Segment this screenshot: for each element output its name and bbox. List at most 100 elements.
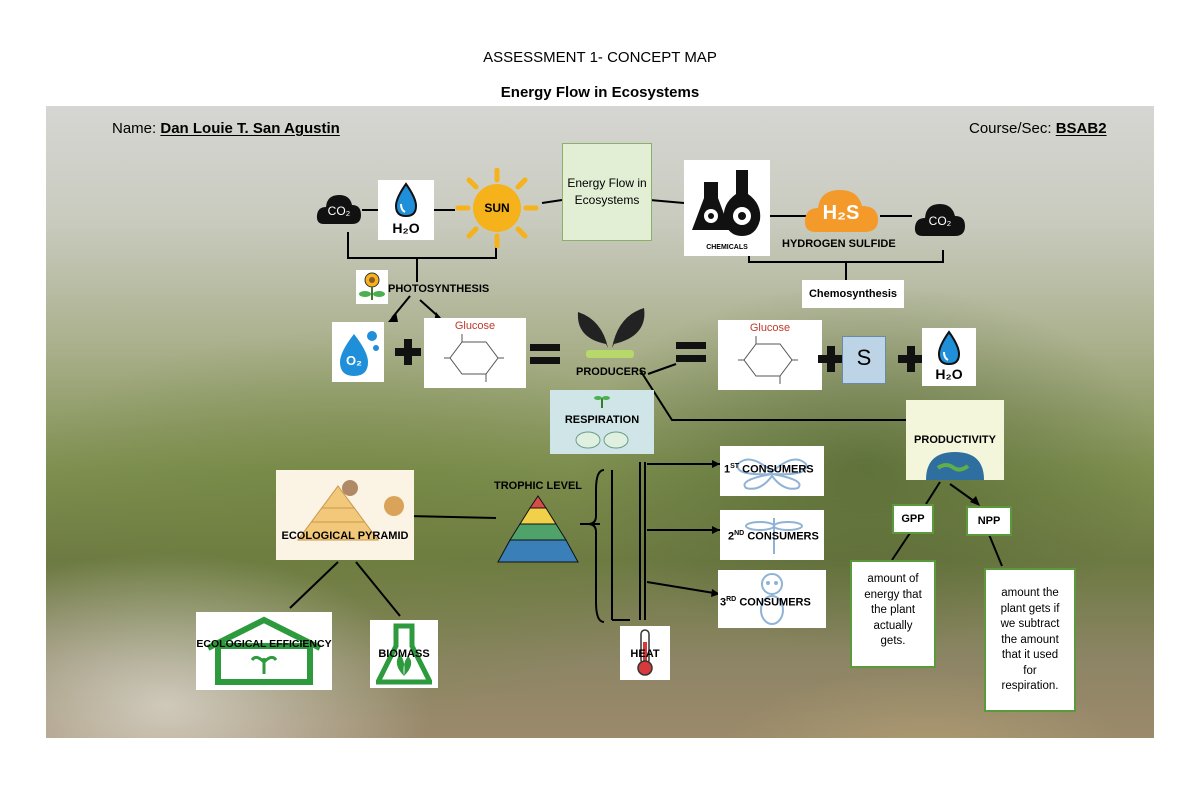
ecological-pyramid-box: ECOLOGICAL PYRAMID [276, 470, 414, 560]
name-field: Name: Dan Louie T. San Agustin [112, 120, 340, 137]
ecological-efficiency-box: ECOLOGICAL EFFICIENCY [196, 612, 332, 690]
biomass-box: BIOMASS [370, 620, 438, 688]
producers-label: PRODUCERS [576, 366, 647, 378]
dragonfly-icon [745, 518, 803, 554]
chemosynthesis-label: Chemosynthesis [808, 288, 898, 300]
course-label: Course/Sec: [969, 120, 1052, 137]
o2-label: O₂ [346, 353, 362, 368]
co2-right-node: CO₂ [912, 196, 968, 244]
producers-icon-box [572, 304, 648, 364]
sun-node: SUN [452, 167, 542, 249]
flasks-icon [692, 170, 761, 236]
glucose-structure-icon [738, 336, 798, 384]
h2s-label: H₂S [822, 202, 860, 224]
trophic-pyramid [496, 494, 580, 564]
seedling-icon [594, 396, 610, 408]
plus-sign-1 [393, 337, 423, 372]
glucose-right-label: Glucose [749, 322, 791, 334]
chemosynthesis-box: Chemosynthesis [802, 280, 904, 308]
gpp-box: GPP [892, 504, 934, 534]
h2s-cloud-icon [804, 190, 878, 232]
plus-sign-3 [896, 344, 926, 379]
chemicals-node: CHEMICALS [684, 160, 770, 256]
consumers-2-text: CONSUMERS [747, 530, 819, 543]
center-topic-label: Energy Flow in Ecosystems [567, 176, 647, 207]
page-subtitle: Energy Flow in Ecosystems [500, 84, 700, 101]
trophic-pyramid-icon [497, 495, 579, 563]
h2o-right-label: H₂O [935, 366, 963, 382]
photosynthesis-icon-box [356, 270, 388, 304]
h2o-left-node: H₂O [378, 180, 434, 240]
npp-box: NPP [966, 506, 1012, 536]
sulfur-node: S [842, 336, 886, 384]
h2s-node: H₂S [802, 182, 880, 238]
productivity-label: PRODUCTIVITY [914, 434, 996, 446]
butterfly-icon [736, 458, 808, 490]
gpp-label: GPP [901, 513, 925, 525]
equals-sign-2 [676, 340, 706, 369]
course-value: BSAB2 [1055, 120, 1107, 137]
equals-sign-1 [530, 342, 560, 371]
ecological-pyramid-label: ECOLOGICAL PYRAMID [281, 530, 409, 542]
cloud-icon [914, 204, 965, 236]
water-drop-icon [937, 330, 961, 366]
cloud-icon [316, 195, 361, 224]
co2-left-label: CO₂ [327, 204, 351, 218]
oxygen-drop-icon [340, 331, 379, 376]
gpp-description: amount of energy that the plant actually… [864, 573, 922, 647]
respiration-box: RESPIRATION [550, 390, 654, 454]
green-house-icon [206, 616, 322, 685]
consumers-1-number: 1 [724, 463, 731, 476]
water-drop-icon [394, 182, 418, 218]
glucose-left-node: Glucose [424, 318, 526, 388]
glucose-left-label: Glucose [454, 320, 496, 332]
h2o-right-node: H₂O [922, 328, 976, 386]
consumers-3-box: 3RD CONSUMERS [718, 570, 826, 628]
name-value: Dan Louie T. San Agustin [160, 120, 340, 137]
consumers-3-label: 3RD CONSUMERS [720, 596, 811, 609]
consumers-3-suffix: RD [726, 596, 737, 603]
plus-sign-2 [816, 344, 846, 379]
page-title: ASSESSMENT 1- CONCEPT MAP [483, 49, 717, 66]
hydrogen-sulfide-label: HYDROGEN SULFIDE [782, 238, 896, 250]
sprout-icon [577, 308, 645, 358]
consumers-2-suffix: ND [734, 530, 745, 537]
co2-left-node: CO₂ [314, 186, 364, 234]
panda-icon [760, 573, 784, 625]
course-field: Course/Sec: BSAB2 [969, 120, 1107, 137]
sun-label: SUN [484, 201, 510, 215]
h2o-left-label: H₂O [392, 220, 420, 236]
glucose-right-node: Glucose [718, 320, 822, 390]
consumers-1-label: 1ST CONSUMERS [724, 463, 814, 476]
consumers-2-box: 2ND CONSUMERS [720, 510, 824, 560]
npp-label: NPP [977, 515, 1001, 527]
sun-icon [455, 167, 539, 249]
npp-description: amount the plant gets if we subtract the… [1000, 587, 1060, 692]
consumers-1-suffix: ST [730, 463, 740, 470]
consumers-1-text: CONSUMERS [742, 463, 814, 476]
biomass-label: BIOMASS [378, 648, 430, 660]
photosynthesis-label: PHOTOSYNTHESIS [388, 283, 490, 295]
globe-sprout-icon [926, 452, 984, 480]
consumers-2-label: 2ND CONSUMERS [728, 530, 819, 543]
o2-node: O₂ [332, 322, 384, 382]
glucose-structure-icon [444, 334, 504, 382]
name-label: Name: [112, 120, 157, 137]
consumers-3-text: CONSUMERS [739, 596, 811, 609]
center-topic-box: Energy Flow in Ecosystems [562, 143, 652, 241]
consumers-3-number: 3 [720, 596, 727, 609]
consumers-1-box: 1ST CONSUMERS [720, 446, 824, 496]
sulfur-label: S [856, 345, 872, 370]
chemicals-label: CHEMICALS [706, 244, 748, 251]
gpp-description-box: amount of energy that the plant actually… [850, 560, 936, 668]
consumers-2-number: 2 [728, 530, 735, 543]
trophic-level-label: TROPHIC LEVEL [494, 480, 583, 492]
respiration-label: RESPIRATION [564, 414, 640, 426]
cells-icon [575, 431, 629, 449]
co2-right-label: CO₂ [928, 214, 952, 228]
flask-leaf-icon [376, 623, 432, 685]
npp-description-box: amount the plant gets if we subtract the… [984, 568, 1076, 712]
productivity-box: PRODUCTIVITY [906, 400, 1004, 480]
ecological-efficiency-label: ECOLOGICAL EFFICIENCY [196, 638, 332, 650]
